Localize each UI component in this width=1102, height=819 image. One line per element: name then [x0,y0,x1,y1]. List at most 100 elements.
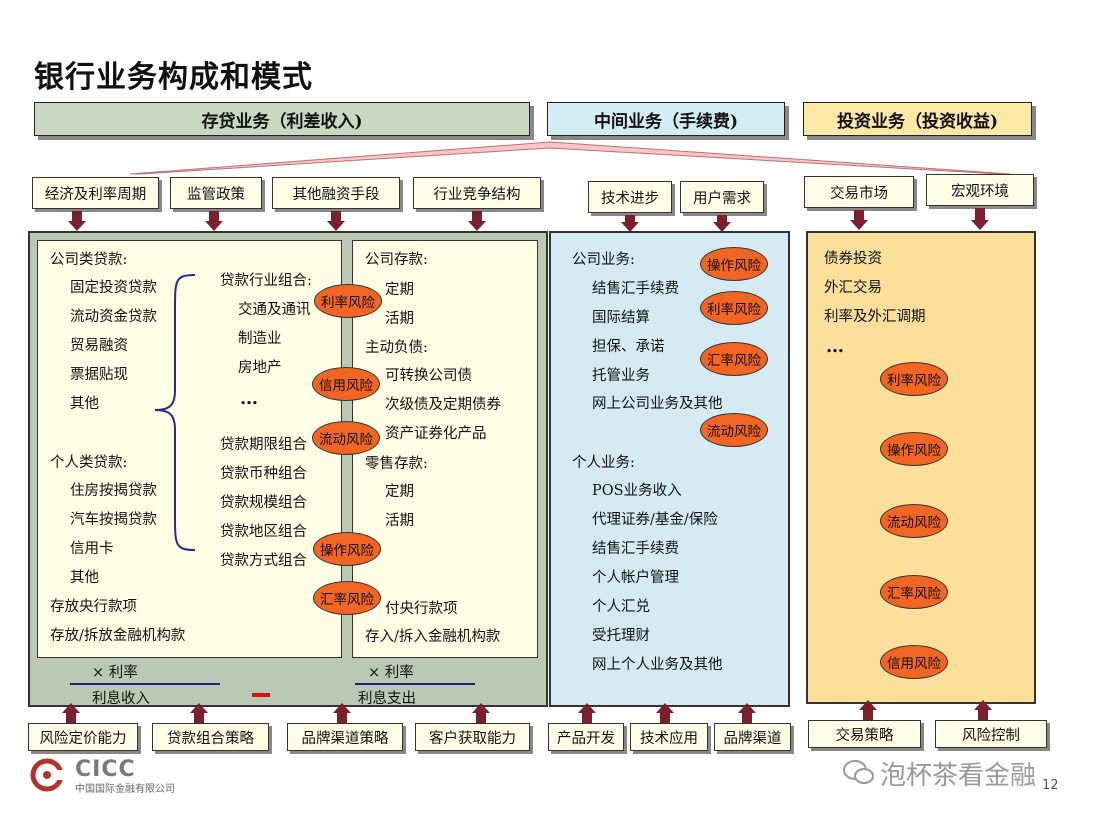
risk-badge: 汇率风险 [313,581,381,615]
list-item: 个人汇兑 [592,599,650,615]
personal-loans-title: 个人类贷款: [50,455,128,471]
list-item: 资产证券化产品 [385,426,487,442]
list-item: 托管业务 [592,368,650,384]
risk-badge: 操作风险 [700,247,768,281]
list-item: 可转换公司债 [385,368,472,384]
divider [355,683,475,685]
minus-sign [252,693,270,697]
capability-trading-strategy: 交易策略 [808,720,921,748]
corporate-loans-title: 公司类贷款: [50,252,128,268]
list-item: 活期 [385,311,414,327]
page-number: 12 [1042,778,1059,793]
list-item: 固定投资贷款 [70,280,157,296]
corporate-business-title: 公司业务: [572,252,635,268]
factor-other-financing: 其他融资手段 [272,177,400,209]
risk-badge: 利率风险 [700,291,768,325]
rate-left: × 利率 [92,665,138,681]
capability-loan-portfolio: 贷款组合策略 [152,723,269,751]
list-item: 债券投资 [824,251,882,267]
list-item: 住房按揭贷款 [70,483,157,499]
list-item: 贷款期限组合 [220,437,307,453]
list-item: 其他 [70,570,99,586]
list-item: 贷款地区组合 [220,524,307,540]
list-item: 汽车按揭贷款 [70,512,157,528]
list-item: 流动资金贷款 [70,309,157,325]
list-item: 存放央行款项 [50,599,137,615]
list-item: 定期 [385,484,414,500]
risk-badge: 操作风险 [313,532,381,566]
capability-customer-acquisition: 客户获取能力 [415,723,530,751]
list-item: 结售汇手续费 [592,541,679,557]
personal-business-title: 个人业务: [572,455,635,471]
rate-right: × 利率 [368,665,414,681]
list-item: 交通及通讯 [238,302,311,318]
risk-badge: 汇率风险 [880,575,948,609]
list-item: 贷款方式组合 [220,553,307,569]
factor-tech: 技术进步 [588,181,672,213]
list-item: 信用卡 [70,541,114,557]
loans-box [37,240,342,658]
list-item: 定期 [385,282,414,298]
active-liabilities-title: 主动负债: [365,340,428,356]
list-item: 个人帐户管理 [592,570,679,586]
bracket-shape [130,141,1011,175]
list-item: 国际结算 [592,310,650,326]
capability-tech-app: 技术应用 [630,723,708,751]
cicc-logo-icon [30,758,67,792]
header-deposit-loan: 存贷业务（利差收入) [34,102,530,136]
risk-badge: 流动风险 [880,504,948,538]
risk-badge: 信用风险 [880,645,948,679]
list-item: 房地产 [238,360,282,376]
corporate-deposits-title: 公司存款: [365,252,428,268]
factor-market: 交易市场 [804,176,914,208]
list-item: 网上公司业务及其他 [592,396,723,412]
list-item: POS业务收入 [592,483,682,499]
list-item: 利率及外汇调期 [824,309,926,325]
logo-subtitle: 中国国际金融有限公司 [75,784,175,795]
page-title: 银行业务构成和模式 [34,60,313,95]
factor-economy: 经济及利率周期 [32,177,159,209]
list-item: 贷款币种组合 [220,466,307,482]
risk-badge: 利率风险 [314,284,382,318]
list-item: 活期 [385,513,414,529]
portfolio-title: 贷款行业组合: [220,273,312,289]
factor-macro: 宏观环境 [926,174,1034,206]
logo-name: CICC [75,757,136,782]
list-item: 其他 [70,396,99,412]
wechat-icon [843,760,874,784]
capability-product-dev: 产品开发 [548,723,624,751]
factor-user-demand: 用户需求 [680,181,764,213]
header-intermediary: 中间业务（手续费) [547,102,785,136]
brace-shape [154,274,196,551]
panel-investment [806,231,1036,704]
risk-badge: 流动风险 [312,421,380,455]
list-item: 存入/拆入金融机构款 [365,629,501,645]
factor-competition: 行业竞争结构 [413,177,541,209]
list-item: 担保、承诺 [592,339,665,355]
list-item: 外汇交易 [824,280,882,296]
capability-pricing: 风险定价能力 [28,723,138,751]
list-item: 次级债及定期债券 [385,397,501,413]
capability-brand-channel-2: 品牌渠道 [714,723,791,751]
list-item: 票据贴现 [70,367,128,383]
capability-risk-control: 风险控制 [935,720,1047,748]
risk-badge: 利率风险 [880,362,948,396]
interest-income: 利息收入 [92,691,150,707]
list-item: 代理证券/基金/保险 [592,512,718,528]
list-item: 贸易融资 [70,338,128,354]
ellipsis: … [240,388,258,409]
list-item: 结售汇手续费 [592,281,679,297]
divider [70,683,220,685]
header-investment: 投资业务（投资收益) [803,102,1032,136]
list-item: 制造业 [238,331,282,347]
interest-expense: 利息支出 [358,691,416,707]
list-item: 贷款规模组合 [220,495,307,511]
retail-deposits-title: 零售存款: [365,456,428,472]
ellipsis: … [826,336,844,357]
deposits-box [352,240,538,658]
risk-badge: 流动风险 [700,413,768,447]
list-item: 受托理财 [592,628,650,644]
factor-regulation: 监管政策 [170,177,262,209]
risk-badge: 信用风险 [312,367,380,401]
risk-badge: 汇率风险 [700,342,768,376]
